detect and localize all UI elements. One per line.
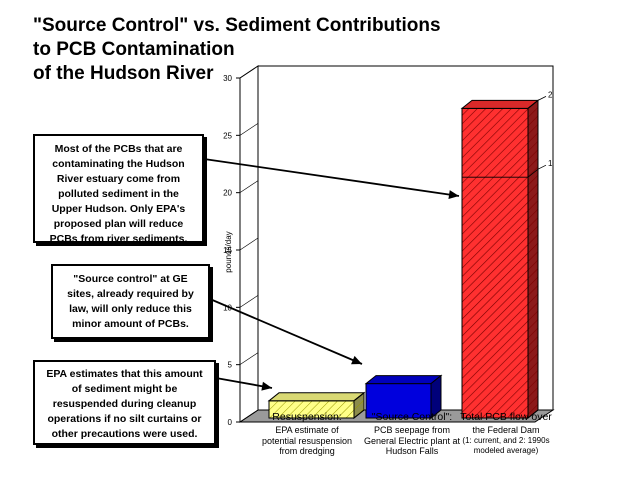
marker-leader	[537, 164, 547, 170]
y-tick-label: 30	[223, 74, 232, 83]
y-axis-label: pounds/day	[224, 231, 233, 272]
category-sub: General Electric plant at	[363, 435, 461, 446]
bar-top	[460, 99, 540, 109]
callout-line: resuspended during cleanup	[52, 398, 197, 410]
category-label-source-control: "Source Control": PCB seepage from Gener…	[359, 411, 465, 457]
chart-title: "Source Control" vs. Sediment Contributi…	[33, 14, 441, 86]
y-tick-label: 10	[223, 303, 232, 312]
y-tick-label: 5	[228, 361, 233, 370]
callout-line: contaminating the Hudson	[52, 158, 185, 170]
y-tick-connector	[239, 123, 259, 136]
callout-line: minor amount of PCBs.	[72, 318, 189, 330]
y-tick-connector	[239, 295, 259, 308]
y-tick-label: 0	[228, 418, 233, 427]
marker-label: 1	[548, 159, 553, 168]
y-tick-label: 25	[223, 131, 232, 140]
callout-line: "Source control" at GE	[73, 273, 188, 285]
callout-line: proposed plan will reduce	[53, 218, 184, 230]
callout-line: PCBs from river sediments.	[49, 233, 188, 245]
bar-top	[267, 392, 366, 402]
callout-arrowhead	[351, 355, 362, 365]
category-label-resuspension: Resuspension: EPA estimate of potential …	[252, 411, 362, 457]
y-tick-connector	[239, 352, 259, 365]
bar-side-pattern	[353, 391, 365, 420]
y-tick-label: 20	[223, 189, 232, 198]
callout-line: Most of the PCBs that are	[54, 143, 183, 155]
category-note: (1: current, and 2: 1990s	[462, 435, 550, 445]
title-line: "Source Control" vs. Sediment Contributi…	[33, 15, 441, 36]
marker-line-depth	[527, 100, 539, 109]
callout-line: law, will only reduce this	[69, 303, 192, 315]
category-label-total-flow: Total PCB flow over the Federal Dam (1: …	[452, 411, 560, 456]
callout-line: Upper Hudson. Only EPA's	[51, 203, 186, 215]
y-tick-connector	[239, 180, 259, 193]
callout-line: other precautions were used.	[51, 428, 198, 440]
category-sub: the Federal Dam	[472, 425, 540, 435]
bar-side-pattern	[527, 99, 539, 420]
marker-line-depth	[527, 168, 539, 178]
callout-line: River estuary come from	[56, 173, 181, 185]
y-tick-connector	[239, 237, 259, 251]
callout-arrow-line	[203, 158, 460, 197]
y-tick-label: 15	[223, 246, 232, 255]
callout-arrowhead	[261, 381, 272, 391]
category-main: "Source Control":	[371, 411, 453, 423]
title-line: of the Hudson River	[33, 63, 214, 84]
callout-line: sites, already required by	[67, 288, 194, 300]
callout-line: of sediment might be	[71, 383, 178, 395]
bar-side	[430, 374, 442, 420]
marker-label: 2	[548, 90, 553, 99]
category-sub: Hudson Falls	[385, 446, 439, 456]
bar-top	[364, 375, 443, 385]
bar-front	[365, 383, 432, 419]
category-sub: PCB seepage from	[373, 425, 451, 435]
callout-sediment: Most of the PCBs that are contaminating …	[33, 134, 204, 245]
category-main: Total PCB flow over	[460, 411, 552, 423]
title-line: to PCB Contamination	[33, 39, 235, 60]
callout-line: EPA estimates that this amount	[46, 368, 203, 380]
callout-resuspension: EPA estimates that this amount of sedime…	[33, 360, 216, 445]
y-tick-connector	[239, 65, 259, 79]
category-sub: potential resuspension	[261, 435, 353, 446]
callout-source-control: "Source control" at GE sites, already re…	[51, 264, 210, 339]
category-main: Resuspension:	[272, 411, 342, 423]
y-tick-connector	[239, 409, 259, 423]
callout-line: operations if no silt curtains or	[47, 413, 202, 425]
marker-leader	[537, 96, 547, 101]
category-note: modeled average)	[473, 445, 539, 455]
category-sub: EPA estimate of	[275, 425, 339, 435]
callout-arrow-line	[209, 298, 363, 365]
callout-line: polluted sediment in the	[58, 188, 179, 200]
callout-arrowhead	[448, 190, 459, 200]
bar-front-pattern	[461, 107, 529, 419]
category-sub: from dredging	[279, 446, 335, 456]
